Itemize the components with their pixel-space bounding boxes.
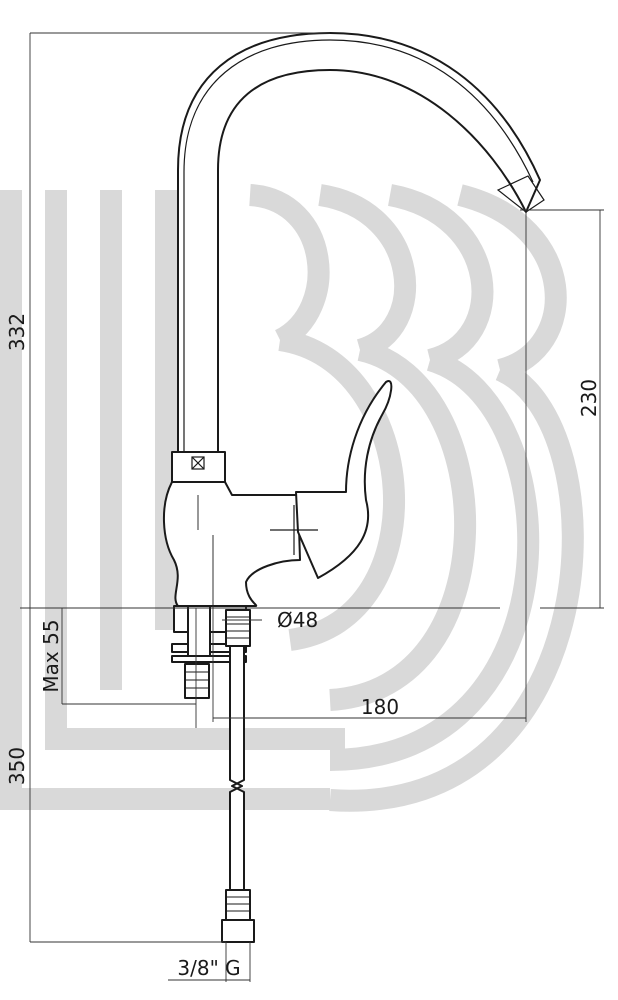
mounting-assembly <box>171 605 251 699</box>
reach-label: 180 <box>361 695 399 719</box>
base-diameter-label: Ø48 <box>277 608 318 632</box>
flex-hose <box>221 645 255 943</box>
swivel-collar <box>171 451 226 483</box>
mixer-body <box>163 481 301 607</box>
spout <box>177 32 545 453</box>
total-height-label: 332 <box>5 313 29 351</box>
connection-thread-label: 3/8" G <box>177 956 240 980</box>
max-thickness-label: Max 55 <box>39 619 63 692</box>
lever-handle <box>270 379 393 579</box>
hose-length-label: 350 <box>5 747 29 785</box>
spout-height-label: 230 <box>577 379 601 417</box>
dimension-lines <box>20 32 604 982</box>
